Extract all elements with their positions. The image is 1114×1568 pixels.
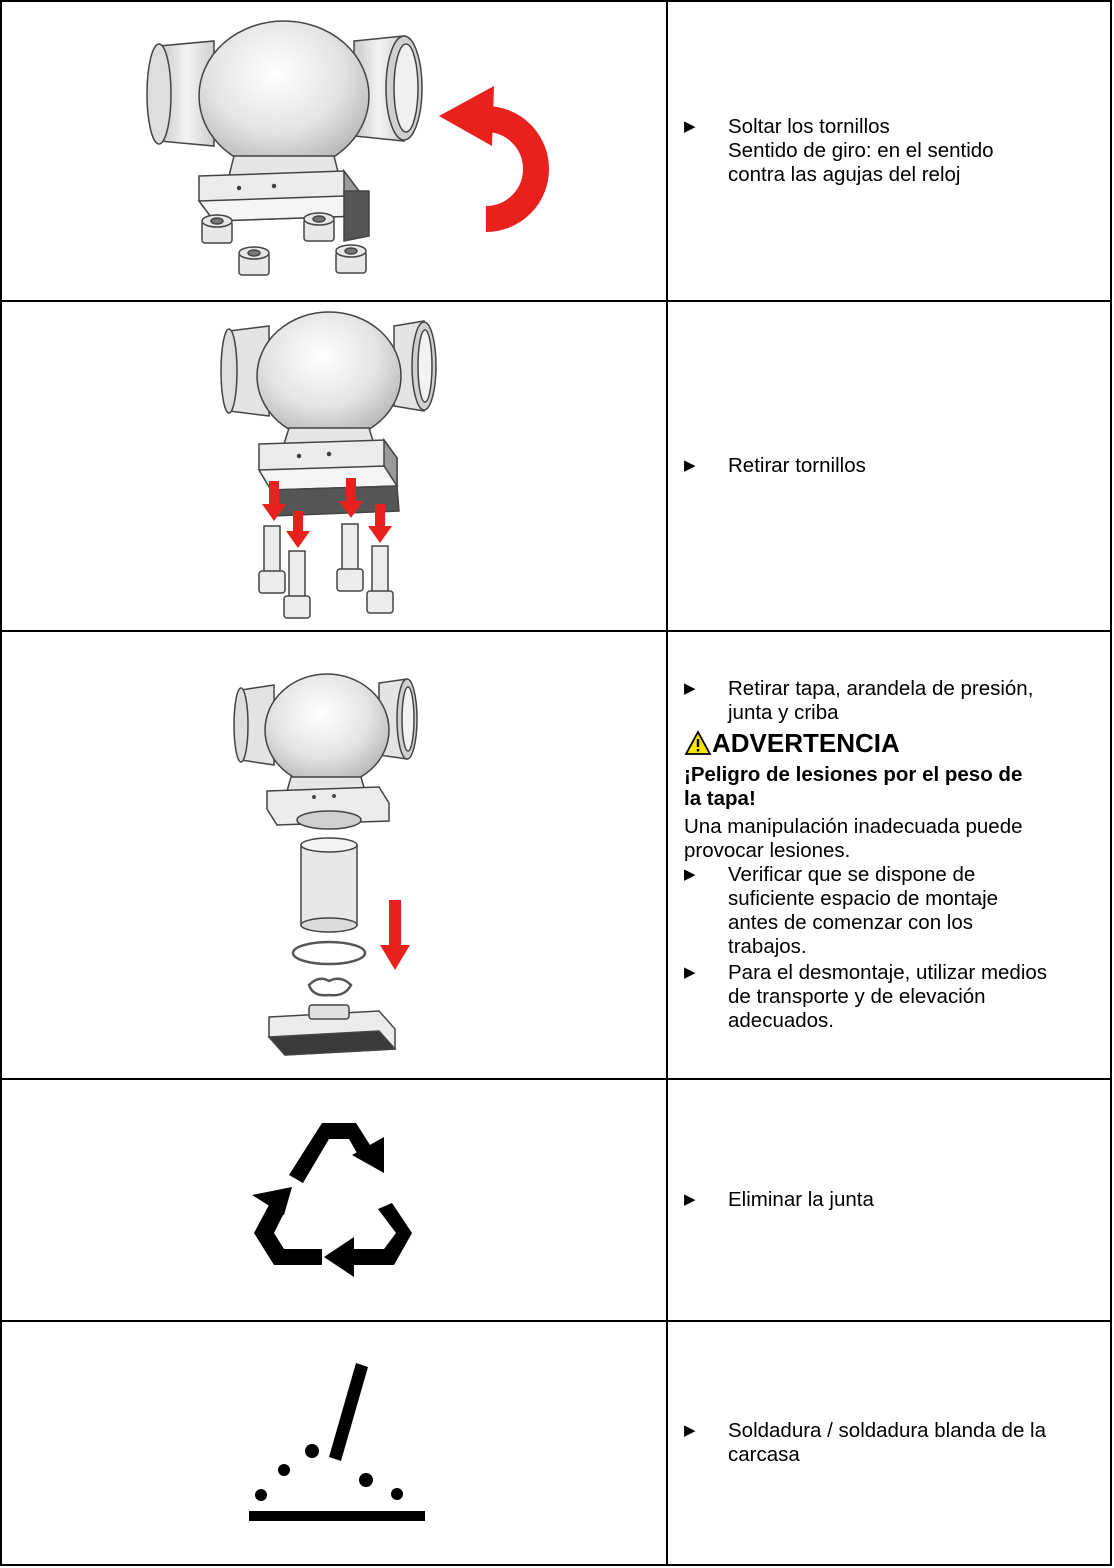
text-line: la tapa! [684,787,756,810]
cover [267,1004,397,1056]
step-1-bullet: ▶ Soltar los tornillos Sentido de giro: … [684,115,1104,187]
warning-action-2: ▶ Para el desmontaje, utilizar medios de… [684,961,1104,1033]
warning-hazard: ¡Peligro de lesiones por el peso de la t… [684,763,1104,811]
warning-action-text: Para el desmontaje, utilizar medios de t… [728,961,1104,1033]
gasket-rings [291,940,367,997]
recycle-icon [252,1123,412,1277]
step-2-illustration-cell [0,300,668,632]
step-5-illustration-cell [0,1320,668,1566]
text-line: trabajos. [728,935,807,958]
step-row-5: ▶ Soldadura / soldadura blanda de la car… [0,1320,1112,1566]
bullet-icon: ▶ [684,866,696,883]
text-line: Sentido de giro: en el sentido [728,139,994,162]
text-line: provocar lesiones. [684,839,851,862]
text-line: antes de comenzar con los [728,911,973,934]
valve-loosen-screws-illustration [146,20,549,276]
step-4-bullet: ▶ Eliminar la junta [684,1188,1104,1212]
text-line: de transporte y de elevación [728,985,986,1008]
step-1-text-cell: ▶ Soltar los tornillos Sentido de giro: … [666,0,1112,302]
step-4-illustration-cell [0,1078,668,1322]
step-3-instruction: Retirar tapa, arandela de presión, junta… [728,677,1104,725]
step-row-4: ▶ Eliminar la junta [0,1078,1112,1322]
step-row-3: ▶ Retirar tapa, arandela de presión, jun… [0,630,1112,1080]
warning-consequence: Una manipulación inadecuada puede provoc… [684,815,1104,863]
step-1-instruction: Soltar los tornillos Sentido de giro: en… [728,115,1104,187]
counterclockwise-arrow-icon [439,86,549,232]
step-3-bullet: ▶ Retirar tapa, arandela de presión, jun… [684,677,1104,725]
screws [258,523,394,619]
step-5-instruction: Soldadura / soldadura blanda de la carca… [728,1419,1104,1467]
step-4-text-cell: ▶ Eliminar la junta [666,1078,1112,1322]
step-2-text-cell: ▶ Retirar tornillos [666,300,1112,632]
text-line: Verificar que se dispone de [728,863,976,886]
bullet-icon: ▶ [684,118,696,135]
down-arrow-icon [380,900,410,970]
text-line: Para el desmontaje, utilizar medios [728,961,1048,984]
down-arrows-icon [262,478,392,548]
bullet-icon: ▶ [684,1422,696,1439]
warning-heading: ADVERTENCIA [684,727,1104,759]
bullet-icon: ▶ [684,457,696,474]
valve-body [146,20,423,242]
screw-heads [201,212,367,276]
step-5-bullet: ▶ Soldadura / soldadura blanda de la car… [684,1419,1104,1467]
bullet-icon: ▶ [684,1191,696,1208]
step-row-1: ▶ Soltar los tornillos Sentido de giro: … [0,0,1112,302]
text-line: Una manipulación inadecuada puede [684,815,1023,838]
warning-triangle-icon [684,730,712,755]
valve-remove-screws-illustration [220,311,437,619]
step-1-illustration-cell [0,0,668,302]
text-line: junta y criba [728,701,839,724]
text-line: carcasa [728,1443,800,1466]
warning-action-text: Verificar que se dispone de suficiente e… [728,863,1104,959]
step-2-instruction: Retirar tornillos [728,454,866,477]
text-line: Soldadura / soldadura blanda de la [728,1419,1046,1442]
text-line: adecuados. [728,1009,835,1032]
text-line: ¡Peligro de lesiones por el peso de [684,763,1023,786]
text-line: Retirar tapa, arandela de presión, [728,677,1034,700]
step-2-bullet: ▶ Retirar tornillos [684,454,1104,478]
step-3-text-cell: ▶ Retirar tapa, arandela de presión, jun… [666,630,1112,1080]
step-3-illustration-cell [0,630,668,1080]
valve-exploded-illustration [233,673,418,1056]
bullet-icon: ▶ [684,680,696,697]
welding-icon [249,1363,425,1521]
strainer [300,837,358,933]
warning-title: ADVERTENCIA [712,728,900,758]
step-row-2: ▶ Retirar tornillos [0,300,1112,632]
step-4-instruction: Eliminar la junta [728,1188,874,1211]
text-line: Soltar los tornillos [728,115,890,138]
text-line: suficiente espacio de montaje [728,887,999,910]
bullet-icon: ▶ [684,964,696,981]
warning-action-1: ▶ Verificar que se dispone de suficiente… [684,863,1104,959]
text-line: contra las agujas del reloj [728,163,961,186]
step-5-text-cell: ▶ Soldadura / soldadura blanda de la car… [666,1320,1112,1566]
